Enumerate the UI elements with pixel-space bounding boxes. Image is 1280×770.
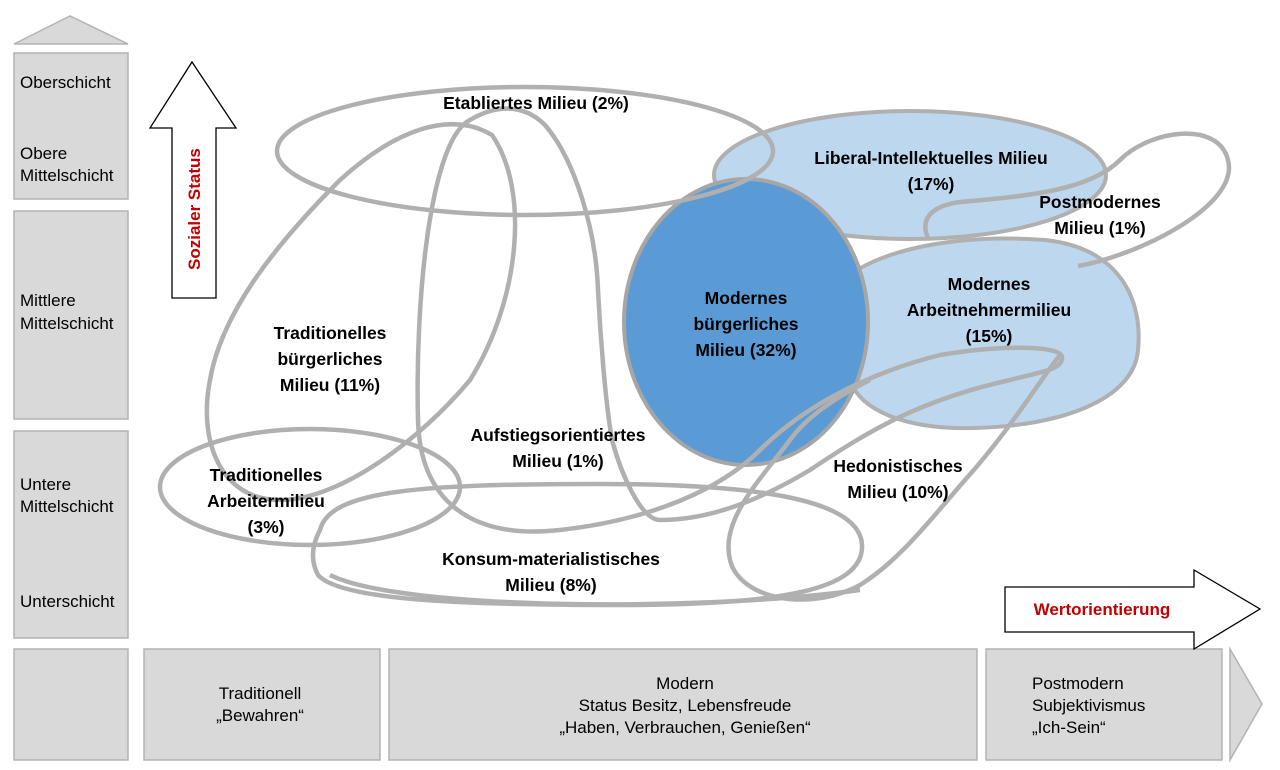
aspiration-milieu-label-1b: Aufstiegsorientiertes <box>470 425 645 445</box>
established-milieu-shape <box>274 84 776 218</box>
label-obere-mittelschicht-2: Mittelschicht <box>20 166 114 185</box>
hedonistic-milieu-label-1: Hedonistisches <box>833 456 963 476</box>
consumer-milieu-label-1: Konsum-materialistisches <box>442 549 660 569</box>
value-orientation-label: Wertorientierung <box>1034 600 1171 619</box>
label-mittlere-mittelschicht-2: Mittelschicht <box>20 314 114 333</box>
strata-box-upper <box>13 52 129 200</box>
value-arrow-head <box>1229 646 1263 763</box>
value-postmodern-3: „Ich-Sein“ <box>1032 718 1106 737</box>
value-orientation-arrow <box>1004 568 1262 651</box>
value-postmodern-1: Postmodern <box>1032 674 1124 693</box>
established-milieu-label: Etabliertes Milieu (2%) <box>443 93 629 113</box>
value-traditionell-2: „Bewahren“ <box>216 706 304 725</box>
traditional-worker-label-2: Arbeitermilieu <box>207 491 325 511</box>
modern-bourgeois-label-3: Milieu (32%) <box>695 340 796 360</box>
postmodern-milieu-label-2: Milieu (1%) <box>1054 218 1145 238</box>
modern-bourgeois-label-2: bürgerliches <box>693 314 798 334</box>
consumer-materialist-milieu-shape <box>310 481 865 608</box>
strata-arrow-head <box>13 15 129 45</box>
modern-bourgeois-label-1: Modernes <box>705 288 788 308</box>
social-status-arrow <box>148 60 238 299</box>
label-obere-mittelschicht-1: Obere <box>20 144 67 163</box>
label-untere-mittelschicht-1: Untere <box>20 475 71 494</box>
strata-box-lower <box>13 430 129 639</box>
value-modern-2: Status Besitz, Lebensfreude <box>579 696 792 715</box>
aspiration-milieu-label-2: Milieu (1%) <box>512 451 603 471</box>
consumer-hedonistic-link <box>328 572 861 607</box>
modern-employee-label-1: Modernes <box>948 274 1031 294</box>
label-oberschicht: Oberschicht <box>20 73 111 92</box>
strata-box-bottom <box>13 648 129 761</box>
postmodern-milieu-label-1: Postmodernes <box>1039 192 1161 212</box>
traditional-bourgeois-label-3: Milieu (11%) <box>280 375 380 395</box>
liberal-milieu-label-2: (17%) <box>908 174 955 194</box>
traditional-bourgeois-label-1: Traditionelles <box>274 323 387 343</box>
consumer-milieu-label-2: Milieu (8%) <box>505 575 596 595</box>
traditional-worker-label-3: (3%) <box>248 517 285 537</box>
modern-employee-label-2: Arbeitnehmermilieu <box>907 300 1071 320</box>
modern-employee-label-3: (15%) <box>966 326 1013 346</box>
aspiration-milieu-shape <box>415 106 1065 534</box>
value-postmodern-2: Subjektivismus <box>1032 696 1145 715</box>
value-box-postmodern <box>985 648 1223 761</box>
hedonistic-milieu-label-2: Milieu (10%) <box>847 482 948 502</box>
label-unterschicht: Unterschicht <box>20 592 115 611</box>
value-box-modern <box>388 648 978 761</box>
traditional-bourgeois-label-2: bürgerliches <box>277 349 382 369</box>
traditional-worker-label-1: Traditionelles <box>210 465 323 485</box>
value-modern-3: „Haben, Verbrauchen, Genießen“ <box>559 718 811 737</box>
traditional-bourgeois-milieu-shape <box>204 121 518 503</box>
traditional-worker-milieu-shape <box>157 426 463 548</box>
label-untere-mittelschicht-2: Mittelschicht <box>20 497 114 516</box>
label-mittlere-mittelschicht-1: Mittlere <box>20 291 76 310</box>
value-modern-1: Modern <box>656 674 714 693</box>
social-status-label: Sozialer Status <box>185 148 204 270</box>
value-box-traditionell <box>143 648 381 761</box>
liberal-milieu-label-1: Liberal-Intellektuelles Milieu <box>814 148 1047 168</box>
strata-box-middle <box>13 210 129 420</box>
postmodern-milieu-shape <box>923 131 1232 269</box>
value-traditionell-1: Traditionell <box>219 684 302 703</box>
